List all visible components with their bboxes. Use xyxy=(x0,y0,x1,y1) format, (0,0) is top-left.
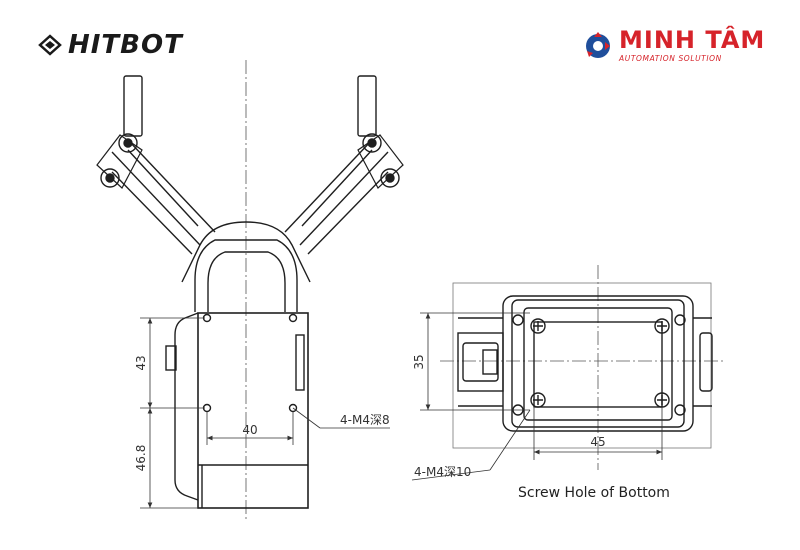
dim-45: 45 xyxy=(590,435,605,449)
minh-tam-logo-name: MINH TÂM xyxy=(619,26,766,54)
gripper-body xyxy=(165,312,309,509)
bottom-hole-label: 4-M4深10 xyxy=(414,465,471,479)
minh-tam-logo: MINH TÂM AUTOMATION SOLUTION xyxy=(583,28,765,63)
dim-40: 40 xyxy=(242,423,257,437)
bottom-dimensions xyxy=(411,312,663,481)
front-hole-label: 4-M4深8 xyxy=(340,413,390,427)
left-finger xyxy=(96,75,216,255)
hitbot-emblem-icon xyxy=(38,34,62,56)
front-view xyxy=(96,60,404,520)
front-dimensions xyxy=(140,317,390,509)
bottom-view-caption: Screw Hole of Bottom xyxy=(518,485,670,501)
dim-35: 35 xyxy=(412,354,426,369)
hitbot-logo: HITBOT xyxy=(38,30,183,60)
hitbot-logo-text: HITBOT xyxy=(68,30,183,60)
bottom-screws xyxy=(512,314,686,416)
right-finger xyxy=(284,75,404,255)
minh-tam-gear-icon xyxy=(586,32,610,59)
yoke xyxy=(181,221,311,283)
dim-46-8: 46.8 xyxy=(134,445,148,472)
minh-tam-logo-tagline: AUTOMATION SOLUTION xyxy=(619,54,722,63)
bottom-view xyxy=(440,265,725,470)
dim-43: 43 xyxy=(134,355,148,370)
